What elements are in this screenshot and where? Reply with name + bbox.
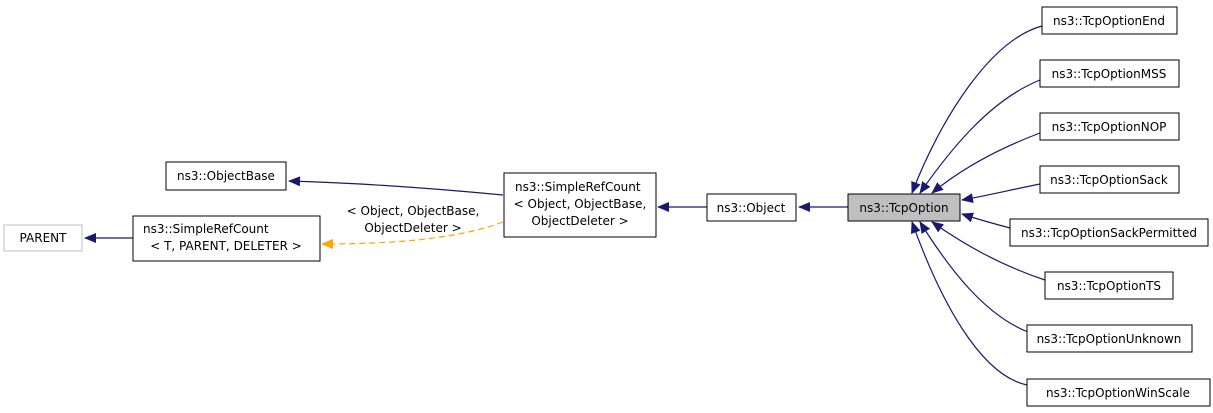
node-simplerefcount-tpl-line-1: ns3::SimpleRefCount (143, 222, 269, 236)
edge-tcpoption-nop-to-tcpoption (931, 132, 1041, 194)
node-object-label: ns3::Object (717, 201, 786, 215)
node-parent-label: PARENT (20, 231, 68, 245)
node-tcpoption-winscale[interactable]: ns3::TcpOptionWinScale (1026, 378, 1211, 407)
node-tcpoption-sackpermitted[interactable]: ns3::TcpOptionSackPermitted (1009, 218, 1209, 247)
node-parent[interactable]: PARENT (3, 224, 83, 252)
edge-tcpoption-mss-to-tcpoption (919, 79, 1041, 194)
node-object[interactable]: ns3::Object (706, 193, 797, 222)
edge-tcpoption-end-to-tcpoption (911, 25, 1043, 194)
node-tcpoption-mss[interactable]: ns3::TcpOptionMSS (1039, 59, 1180, 88)
node-tcpoption-end-label: ns3::TcpOptionEnd (1053, 14, 1165, 28)
node-tcpoption-nop-label: ns3::TcpOptionNOP (1052, 120, 1167, 134)
node-tcpoption-sack-label: ns3::TcpOptionSack (1050, 173, 1168, 187)
edge-tcpoption-unknown-to-tcpoption (919, 221, 1029, 333)
node-tcpoption-end[interactable]: ns3::TcpOptionEnd (1041, 6, 1178, 35)
edge-tcpoption-sackpermitted-to-tcpoption (961, 212, 1011, 229)
node-simplerefcount-obj-line-3: ObjectDeleter > (531, 214, 628, 228)
edge-tcpoption-ts-to-tcpoption (931, 221, 1046, 281)
edge-tcpoption-winscale-to-tcpoption (911, 221, 1028, 386)
edges (84, 25, 1046, 386)
node-tcpoption-unknown[interactable]: ns3::TcpOptionUnknown (1026, 324, 1193, 353)
node-simplerefcount-obj[interactable]: ns3::SimpleRefCount < Object, ObjectBase… (503, 172, 657, 238)
node-tcpoption-sackpermitted-label: ns3::TcpOptionSackPermitted (1021, 226, 1197, 240)
node-objectbase[interactable]: ns3::ObjectBase (165, 161, 287, 191)
node-simplerefcount-tpl-line-2: < T, PARENT, DELETER > (150, 239, 302, 253)
node-tcpoption-unknown-label: ns3::TcpOptionUnknown (1037, 332, 1182, 346)
node-simplerefcount-obj-line-2: < Object, ObjectBase, (514, 197, 647, 211)
edge-simplerefcount-obj-to-objectbase (288, 176, 504, 196)
node-tcpoption[interactable]: ns3::TcpOption (847, 193, 961, 222)
edge-tcpoption-sack-to-tcpoption (961, 183, 1041, 204)
node-simplerefcount-tpl[interactable]: ns3::SimpleRefCount < T, PARENT, DELETER… (132, 215, 321, 262)
node-tcpoption-ts-label: ns3::TcpOptionTS (1057, 279, 1161, 293)
template-args-line-1: < Object, ObjectBase, (347, 204, 480, 218)
node-tcpoption-winscale-label: ns3::TcpOptionWinScale (1046, 386, 1190, 400)
template-args-line-2: ObjectDeleter > (364, 221, 461, 235)
node-tcpoption-sack[interactable]: ns3::TcpOptionSack (1039, 165, 1180, 194)
node-tcpoption-ts[interactable]: ns3::TcpOptionTS (1044, 271, 1174, 300)
node-simplerefcount-obj-line-1: ns3::SimpleRefCount (515, 180, 641, 194)
template-args-label: < Object, ObjectBase, ObjectDeleter > (347, 204, 480, 235)
node-tcpoption-mss-label: ns3::TcpOptionMSS (1052, 67, 1167, 81)
node-tcpoption-label: ns3::TcpOption (859, 201, 948, 215)
node-objectbase-label: ns3::ObjectBase (177, 169, 275, 183)
node-tcpoption-nop[interactable]: ns3::TcpOptionNOP (1039, 112, 1180, 141)
